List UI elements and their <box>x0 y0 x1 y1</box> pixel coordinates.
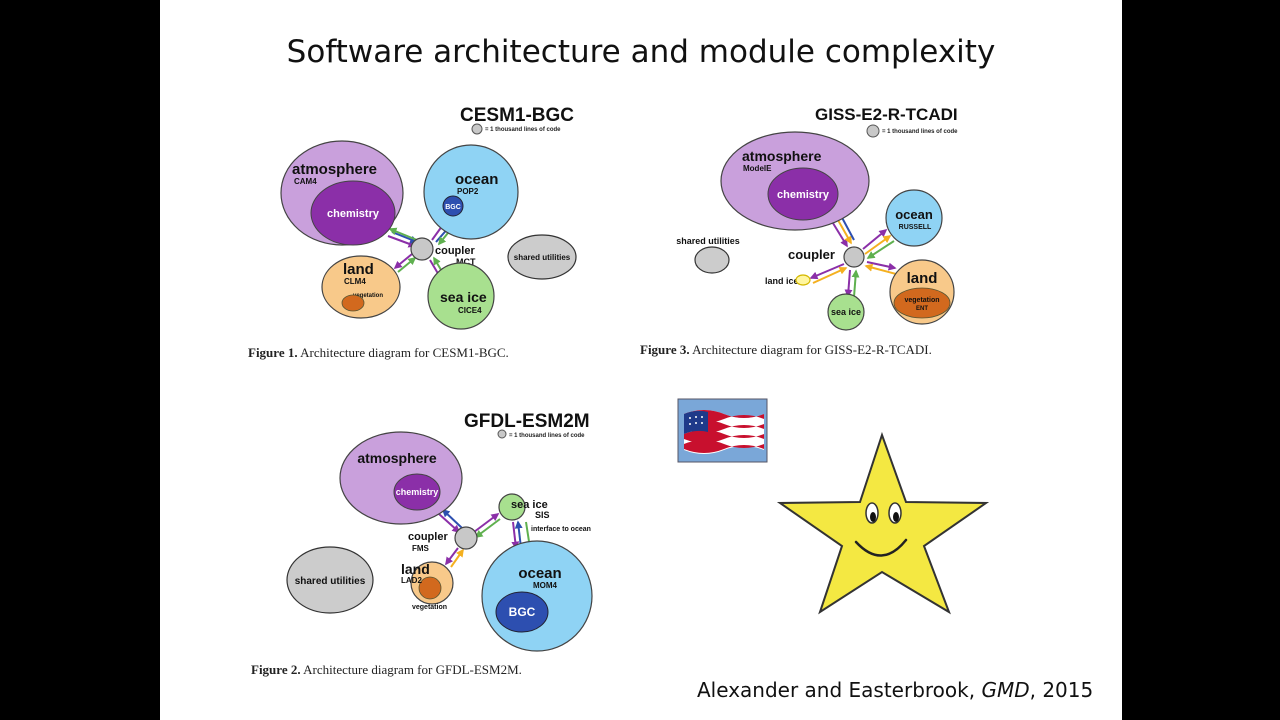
gfdl-atmosphere-node <box>339 431 463 525</box>
cesm-chemistry-node <box>310 180 396 246</box>
cesm-coupler-node <box>410 237 434 261</box>
cesm-vegetation-label: vegetation <box>353 293 383 299</box>
gfdl-chemistry-node <box>393 473 441 511</box>
gfdl-bgc-label: BGC <box>509 605 536 619</box>
figure-3-caption-label: Figure 3. <box>640 342 690 357</box>
giss-vegetation-label: vegetation <box>904 297 939 304</box>
gfdl-seaice-label: sea ice <box>511 499 548 511</box>
gfdl-atmosphere-label: atmosphere <box>357 450 437 466</box>
gfdl-vegetation-node <box>418 576 442 600</box>
cesm-chemistry-label: chemistry <box>327 208 380 220</box>
cesm-legend-text: = 1 thousand lines of code <box>485 127 561 133</box>
cesm-atm-model-label: CAM4 <box>294 177 317 186</box>
cesm-bgc-node <box>442 195 464 217</box>
cesm-shared-utilities-label: shared utilities <box>514 253 571 262</box>
gfdl-coupler-label: coupler <box>408 531 448 543</box>
gfdl-seaice-node <box>498 493 526 521</box>
giss-landice-label: land ice <box>765 276 799 286</box>
gfdl-ocean-model-label: MOM4 <box>533 581 558 590</box>
giss-shared-utilities-node <box>694 246 730 274</box>
gfdl-arrows <box>438 508 533 568</box>
giss-atm-model-label: ModelE <box>743 164 772 173</box>
giss-ocean-node <box>885 189 943 247</box>
giss-landice-node <box>795 274 811 286</box>
cesm-seaice-model-label: CICE4 <box>458 306 482 315</box>
gfdl-chemistry-label: chemistry <box>396 487 439 497</box>
cesm-atmosphere-label: atmosphere <box>292 161 377 178</box>
cesm-vegetation-node <box>341 294 365 312</box>
citation-authors: Alexander and Easterbrook, <box>697 678 982 702</box>
giss-title: GISS-E2-R-TCADI <box>815 105 958 124</box>
cesm-land-label: land <box>343 261 374 278</box>
giss-shared-utilities-label: shared utilities <box>676 236 740 246</box>
giss-atmosphere-label: atmosphere <box>742 148 822 164</box>
giss-seaice-label: sea ice <box>831 307 861 317</box>
cesm-land-node <box>321 255 401 319</box>
smiling-star-icon <box>776 431 990 615</box>
giss-veg-model-label: ENT <box>916 306 928 312</box>
giss-seaice-node <box>827 293 865 331</box>
giss-diagram: GISS-E2-R-TCADI = 1 thousand lines of co… <box>676 105 958 331</box>
giss-chemistry-label: chemistry <box>777 189 830 201</box>
gfdl-bgc-node <box>495 591 549 633</box>
giss-arrows <box>809 210 897 298</box>
gfdl-coupler-model-label: FMS <box>412 544 430 553</box>
cesm-coupler-model-label: MCT <box>456 257 476 267</box>
figure-2-caption-text: Architecture diagram for GFDL-ESM2M. <box>300 662 522 677</box>
cesm-title: CESM1-BGC <box>460 105 574 126</box>
gfdl-seaice-model-label: SIS <box>535 510 550 520</box>
figure-1-caption-text: Architecture diagram for CESM1-BGC. <box>297 345 509 360</box>
figure-3-caption-text: Architecture diagram for GISS-E2-R-TCADI… <box>689 342 932 357</box>
citation-year: , 2015 <box>1029 678 1094 702</box>
gfdl-legend-circle <box>497 429 507 439</box>
cesm-coupler-label: coupler <box>435 245 475 257</box>
american-flag-image <box>677 398 768 463</box>
cesm-ocean-model-label: POP2 <box>457 187 479 196</box>
cesm-diagram: CESM1-BGC = 1 thousand lines of code atm… <box>280 105 577 330</box>
cesm-ocean-node <box>423 144 519 240</box>
cesm-seaice-label: sea ice <box>440 289 487 305</box>
gfdl-shared-utilities-node <box>286 546 374 614</box>
giss-coupler-label: coupler <box>788 247 835 262</box>
cesm-shared-utilities-node <box>507 234 577 280</box>
diagram-canvas: CESM1-BGC = 1 thousand lines of code atm… <box>280 105 990 652</box>
giss-legend-circle <box>866 124 880 138</box>
gfdl-land-label: land <box>401 561 430 577</box>
figure-2-caption: Figure 2. Architecture diagram for GFDL-… <box>251 662 522 678</box>
figure-2-caption-label: Figure 2. <box>251 662 301 677</box>
gfdl-title: GFDL-ESM2M <box>464 411 590 432</box>
gfdl-ocean-label: ocean <box>518 565 561 582</box>
figure-1-caption: Figure 1. Architecture diagram for CESM1… <box>248 345 509 361</box>
figure-1-caption-label: Figure 1. <box>248 345 298 360</box>
cesm-ocean-label: ocean <box>455 171 498 188</box>
figure-3-caption: Figure 3. Architecture diagram for GISS-… <box>640 342 932 358</box>
gfdl-shared-utilities-label: shared utilities <box>295 576 366 587</box>
cesm-seaice-node <box>427 262 495 330</box>
gfdl-legend-text: = 1 thousand lines of code <box>509 433 585 439</box>
gfdl-vegetation-label: vegetation <box>412 604 447 611</box>
giss-legend-text: = 1 thousand lines of code <box>882 129 958 135</box>
gfdl-interface-label: interface to ocean <box>531 526 591 533</box>
giss-vegetation-node <box>893 287 951 319</box>
giss-coupler-node <box>843 246 865 268</box>
giss-ocean-model-label: RUSSELL <box>899 224 932 231</box>
citation: Alexander and Easterbrook, GMD, 2015 <box>697 678 1093 702</box>
citation-journal: GMD <box>981 678 1030 702</box>
slide-title: Software architecture and module complex… <box>286 34 996 70</box>
giss-land-label: land <box>907 270 938 287</box>
gfdl-land-model-label: LAD2 <box>401 576 422 585</box>
gfdl-coupler-node <box>454 526 478 550</box>
cesm-land-model-label: CLM4 <box>344 277 366 286</box>
giss-chemistry-node <box>767 167 839 221</box>
giss-ocean-label: ocean <box>895 207 933 222</box>
gfdl-diagram: GFDL-ESM2M = 1 thousand lines of code at… <box>286 411 593 652</box>
cesm-bgc-label: BGC <box>445 204 461 211</box>
slide: Software architecture and module complex… <box>160 0 1122 720</box>
cesm-legend-circle <box>471 123 483 135</box>
